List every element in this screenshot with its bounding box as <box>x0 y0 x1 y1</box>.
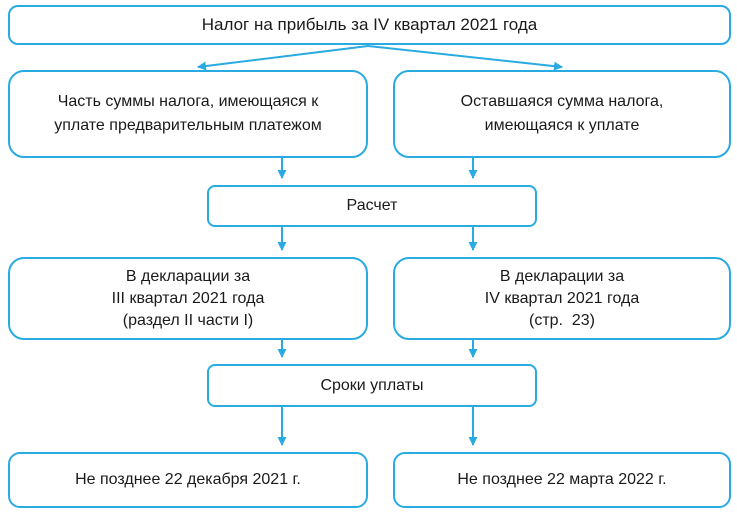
left-deadline-box: Не позднее 22 декабря 2021 г. <box>8 452 368 508</box>
calculation-label: Расчет <box>346 197 398 214</box>
right-source-box: Оставшаяся сумма налога, имеющаяся к упл… <box>393 70 731 158</box>
left-deadline-text: Не позднее 22 декабря 2021 г. <box>75 471 301 488</box>
left-declaration-line-3: (раздел II части I) <box>122 311 254 329</box>
title-box: Налог на прибыль за IV квартал 2021 года <box>8 5 731 45</box>
left-source-line-2: уплате предварительным платежом <box>54 117 322 134</box>
right-deadline-box: Не позднее 22 марта 2022 г. <box>393 452 731 508</box>
right-declaration-line-1: В декларации за <box>499 267 625 285</box>
calculation-box: Расчет <box>207 185 537 227</box>
right-declaration-line-2: IV квартал 2021 года <box>484 289 640 307</box>
right-declaration-line-3: (стр. 23) <box>528 311 595 329</box>
payment-terms-box: Сроки уплаты <box>207 364 537 407</box>
arrow-title-to-left <box>197 45 369 71</box>
right-declaration-box: В декларации за IV квартал 2021 года (ст… <box>393 257 731 340</box>
left-source-box: Часть суммы налога, имеющаяся к уплате п… <box>8 70 368 158</box>
right-source-line-2: имеющаяся к уплате <box>484 117 640 134</box>
arrow-title-to-right <box>367 45 563 71</box>
left-declaration-box: В декларации за III квартал 2021 года (р… <box>8 257 368 340</box>
right-deadline-text: Не позднее 22 марта 2022 г. <box>457 471 667 488</box>
left-source-line-1: Часть суммы налога, имеющаяся к <box>57 93 319 110</box>
left-declaration-line-2: III квартал 2021 года <box>111 289 265 307</box>
title-text: Налог на прибыль за IV квартал 2021 года <box>201 15 538 34</box>
left-declaration-line-1: В декларации за <box>125 267 251 285</box>
right-source-line-1: Оставшаяся сумма налога, <box>460 93 664 110</box>
payment-terms-label: Сроки уплаты <box>320 376 424 394</box>
